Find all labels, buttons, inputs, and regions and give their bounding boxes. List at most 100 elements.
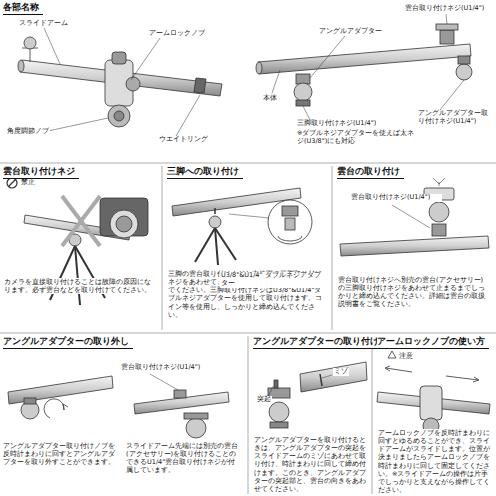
part-label: ※ダブルネジアダプターを使えば太ネジ(U3/8")にも対応 <box>296 130 416 146</box>
tripod-camera <box>62 196 100 246</box>
section-body: スライドアーム先端には別売の雲台(アクセサリー)を取り付けることのできるU1/4… <box>126 442 242 475</box>
tripod-camera <box>9 180 16 187</box>
slide-arm <box>194 78 206 93</box>
adapter-attach <box>270 422 288 428</box>
tripod-mount <box>172 188 312 265</box>
section-panel: アングルアダプターの取り付けアングルアダプターを取り付けるときは、アングルアダプ… <box>250 334 370 496</box>
leader-line <box>303 106 310 120</box>
tripod-mount <box>278 236 302 241</box>
part-label: アングルアダプター <box>318 28 383 36</box>
slide-arm-detail <box>456 64 472 80</box>
adapter-removal <box>184 413 208 419</box>
section-panel: 雲台の取り付け雲台取り付けネジへ別売の雲台(アクセサリー)の三脚取り付けネジをあ… <box>334 164 496 332</box>
leader-line <box>272 70 280 93</box>
adapter-attach <box>269 402 289 422</box>
slide-arm <box>114 111 124 121</box>
part-label: アームロックノブ <box>148 30 206 38</box>
divider-line <box>248 336 249 494</box>
section-heading: 各部名称 <box>3 2 43 15</box>
section-heading: アングルアダプターの取り外し <box>3 336 133 349</box>
divider-line <box>332 166 333 330</box>
section-body: カメラを直接取り付けることは故障の原因になります。必ず雲台などを取り付けてくださ… <box>4 278 156 294</box>
tripod-mount <box>195 228 215 262</box>
part-label: 雲台取り付けネジ(U1/4") <box>120 364 222 372</box>
slide-arm-detail <box>296 100 310 106</box>
divider-line <box>0 333 496 334</box>
slide-arm-detail <box>294 83 312 101</box>
leader-line <box>440 80 464 110</box>
tripod-camera <box>110 210 138 238</box>
leader-line <box>446 14 447 24</box>
section-body: アングルアダプターを取り付けるときは、アングルアダプターの突起をスライドアームの… <box>254 436 366 493</box>
part-label: 注意 <box>398 353 414 361</box>
tripod-mount <box>209 216 221 228</box>
adapter-removal <box>8 374 229 438</box>
tripod-mount <box>268 200 312 244</box>
adapter-attach <box>320 374 322 386</box>
arm-lock <box>386 368 412 372</box>
adapter-attach <box>265 362 367 428</box>
tripod-camera <box>116 216 132 232</box>
part-label: ウエイトリング <box>158 136 209 144</box>
slide-arm-detail <box>258 44 471 74</box>
leader-line <box>48 118 108 131</box>
divider-line <box>0 163 496 164</box>
ball-head-mount <box>392 205 430 228</box>
part-label: 雲台取り付けネジ(U1/4") <box>404 5 485 13</box>
tripod-camera <box>7 178 17 188</box>
section-heading: 三脚への取り付け <box>167 166 243 179</box>
part-label: U3/8"&U1/4" ダブルネジアダプター <box>220 272 322 288</box>
adapter-removal <box>174 390 186 398</box>
arm-lock <box>473 377 479 382</box>
section-panel: アングルアダプターの取り外しアングルアダプター取り付けノブを反時計まわりに回すと… <box>0 334 246 496</box>
leader-line <box>131 38 160 80</box>
adapter-removal <box>44 399 64 418</box>
tripod-camera <box>100 198 148 236</box>
slide-arm-detail <box>440 30 454 44</box>
divider-line <box>372 336 373 494</box>
leader-line <box>44 28 60 64</box>
section-body: 雲台取り付けネジへ別売の雲台(アクセサリー)の三脚取り付けネジをあわせて止まるま… <box>338 276 490 309</box>
ball-head-mount <box>429 202 449 222</box>
adapter-attach <box>322 375 332 378</box>
arm-lock <box>377 351 490 434</box>
slide-arm-detail <box>296 74 310 84</box>
part-label: アングルアダプター取り付けネジ(U1/4") <box>417 110 493 126</box>
slide-arm-detail <box>458 56 470 64</box>
arm-lock <box>420 386 442 420</box>
adapter-removal <box>8 376 113 404</box>
ball-head-mount <box>433 178 445 184</box>
arm-lock <box>388 351 396 358</box>
adapter-removal <box>24 398 36 404</box>
tripod-mount <box>229 214 269 218</box>
divider-line <box>0 163 496 494</box>
tripod-mount <box>214 208 216 214</box>
part-label: 雲台取り付けネジ(U1/4") <box>350 194 442 202</box>
leader-line <box>44 28 200 136</box>
section-heading: 雲台の取り付け <box>337 166 404 179</box>
slide-arm-detail <box>256 62 262 74</box>
part-label: 三脚取り付けネジ(U1/4") <box>296 120 377 128</box>
section-heading: アームロックノブの使い方 <box>377 336 489 349</box>
part-label: 禁止 <box>20 179 36 187</box>
leader-line <box>176 95 200 136</box>
slide-arm <box>18 37 222 127</box>
section-body: アングルアダプター取り付けノブを反時計まわりに回すとアングルアダプターを取り外す… <box>3 442 119 466</box>
section-panel: 雲台取り付けネジカメラを直接取り付けることは故障の原因になります。必ず雲台などを… <box>0 164 160 332</box>
divider-line <box>162 166 163 330</box>
ball-head-mount <box>340 178 489 256</box>
slide-arm-detail <box>436 24 458 30</box>
slide-arm <box>112 52 126 64</box>
arm-lock <box>385 366 390 371</box>
tripod-mount <box>285 218 295 230</box>
slide-arm <box>24 37 36 49</box>
leader-line <box>310 36 345 78</box>
adapter-attach <box>300 362 367 392</box>
part-label: 突起 <box>256 396 272 404</box>
slide-arm <box>18 60 24 72</box>
adapter-attach <box>274 380 278 388</box>
tripod-mount <box>282 206 298 216</box>
